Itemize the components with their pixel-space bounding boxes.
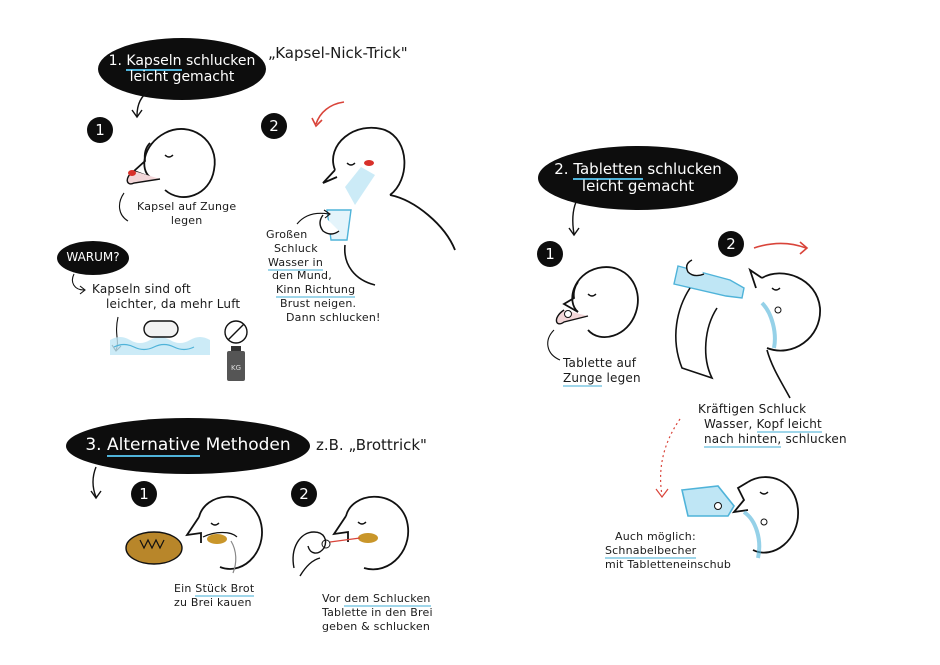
section3-arrow-icon bbox=[90, 466, 102, 500]
no-weight-icon: KG bbox=[224, 320, 248, 381]
weight-label: KG bbox=[231, 364, 241, 372]
section1-subtitle: „Kapsel-Nick-Trick" bbox=[268, 44, 408, 62]
caption-line: zu Brei kauen bbox=[174, 595, 252, 609]
person-drinking-bottle-icon bbox=[673, 259, 821, 399]
caption-line: Kinn Richtung bbox=[276, 283, 356, 298]
section3-number: 3. bbox=[85, 435, 102, 456]
caption-line: Kapseln sind oft bbox=[92, 282, 191, 296]
caption-line: legen bbox=[606, 371, 641, 385]
section3-title-rest: Methoden bbox=[205, 435, 291, 456]
head-chewing-bread-icon bbox=[185, 495, 263, 574]
caption-arrow-icon bbox=[296, 209, 331, 225]
section1-highlight: Kapseln bbox=[126, 52, 182, 71]
caption-line: Kräftigen Schluck bbox=[698, 402, 807, 416]
caption-line: Schluck bbox=[274, 241, 318, 255]
section1-arrow-icon bbox=[131, 89, 151, 119]
section1-title-bubble: 1. Kapseln schlucken leicht gemacht bbox=[98, 38, 266, 100]
bread-loaf-icon bbox=[125, 531, 183, 565]
caption-arrow-icon bbox=[547, 329, 561, 361]
section1-number: 1. bbox=[108, 52, 122, 69]
spout-cup-drinking-icon bbox=[681, 476, 799, 559]
caption-line: Großen bbox=[266, 228, 308, 241]
section1-title-line2: leicht gemacht bbox=[129, 69, 235, 85]
section2-step1-badge: 1 bbox=[537, 241, 563, 267]
caption-line: schlucken bbox=[785, 432, 847, 446]
section1-step2-badge: 2 bbox=[261, 113, 287, 139]
warum-bubble: WARUM? bbox=[57, 241, 129, 275]
section3-step1-caption: Ein Stück Brot zu Brei kauen bbox=[174, 582, 255, 610]
caption-underlined: nach hinten, bbox=[704, 432, 782, 448]
caption-underlined: dem Schlucken bbox=[344, 592, 431, 607]
section2-step2-badge: 2 bbox=[718, 231, 744, 257]
caption-line: Tablette in den Brei bbox=[322, 605, 433, 619]
section2-arrow-icon bbox=[568, 201, 580, 237]
caption-line: Tablette auf bbox=[563, 356, 637, 370]
section2-alt-caption: Auch möglich: Schnabelbecher mit Tablett… bbox=[605, 530, 731, 571]
caption-line: den Mund, bbox=[272, 269, 332, 283]
red-curved-arrow-icon bbox=[311, 101, 345, 128]
warum-arrow-icon bbox=[71, 273, 86, 295]
floating-capsule-in-water-icon bbox=[110, 316, 210, 355]
section1-step2-caption: Großen Schluck Wasser in den Mund, Kinn … bbox=[266, 228, 381, 324]
caption-line: mit Tabletteneinschub bbox=[605, 557, 732, 571]
caption-underlined: Schnabelbecher bbox=[605, 543, 697, 559]
section2-number: 2. bbox=[554, 159, 569, 178]
caption-line: Vor bbox=[322, 592, 341, 605]
red-dotted-arrow-icon bbox=[655, 418, 681, 498]
caption-line: legen bbox=[170, 213, 203, 227]
head-with-tongue-tablet-icon bbox=[555, 266, 639, 339]
head-with-tongue-capsule-icon bbox=[126, 128, 216, 198]
caption-line: Kapsel auf Zunge bbox=[137, 200, 237, 213]
caption-line: Wasser in bbox=[268, 255, 323, 271]
warum-explanation: Kapseln sind oft leichter, da mehr Luft bbox=[92, 282, 240, 312]
caption-underlined: Kopf leicht bbox=[756, 417, 822, 433]
section1-step1-badge: 1 bbox=[87, 117, 113, 143]
caption-underlined: Zunge bbox=[563, 371, 603, 387]
section2-step1-caption: Tablette auf Zunge legen bbox=[563, 356, 641, 387]
section3-title-bubble: 3. Alternative Methoden bbox=[66, 418, 310, 474]
person-drinking-glass-icon bbox=[319, 127, 456, 286]
caption-line: Brust neigen. bbox=[280, 296, 357, 310]
section3-subtitle: z.B. „Brottrick" bbox=[316, 436, 427, 454]
caption-underlined: Stück Brot bbox=[195, 582, 255, 597]
section3-step1-badge: 1 bbox=[131, 481, 157, 507]
caption-line: Wasser, bbox=[704, 417, 753, 431]
caption-line: Dann schlucken! bbox=[286, 310, 381, 324]
section3-step2-caption: Vor dem Schlucken Tablette in den Brei g… bbox=[322, 592, 433, 633]
caption-line: Auch möglich: bbox=[615, 530, 696, 543]
section2-title-line1: schlucken bbox=[647, 159, 722, 178]
section2-highlight: Tabletten bbox=[573, 159, 643, 180]
section1-title-line1: schlucken bbox=[185, 52, 256, 69]
section2-title-bubble: 2. Tabletten schlucken leicht gemacht bbox=[538, 146, 738, 210]
hand-adding-tablet-icon bbox=[292, 495, 409, 577]
warum-label: WARUM? bbox=[66, 250, 120, 265]
caption-line: Ein bbox=[174, 582, 192, 595]
caption-line: leichter, da mehr Luft bbox=[106, 297, 241, 311]
caption-arrow-icon bbox=[119, 192, 129, 222]
section2-step2-caption: Kräftigen Schluck Wasser, Kopf leicht na… bbox=[698, 402, 847, 448]
section2-title-line2: leicht gemacht bbox=[581, 177, 695, 195]
red-arrow-right-icon bbox=[753, 241, 809, 255]
section1-step1-caption: Kapsel auf Zunge legen bbox=[137, 200, 236, 228]
section3-step2-badge: 2 bbox=[291, 481, 317, 507]
caption-line: geben & schlucken bbox=[322, 619, 430, 633]
section3-highlight: Alternative bbox=[106, 435, 201, 458]
